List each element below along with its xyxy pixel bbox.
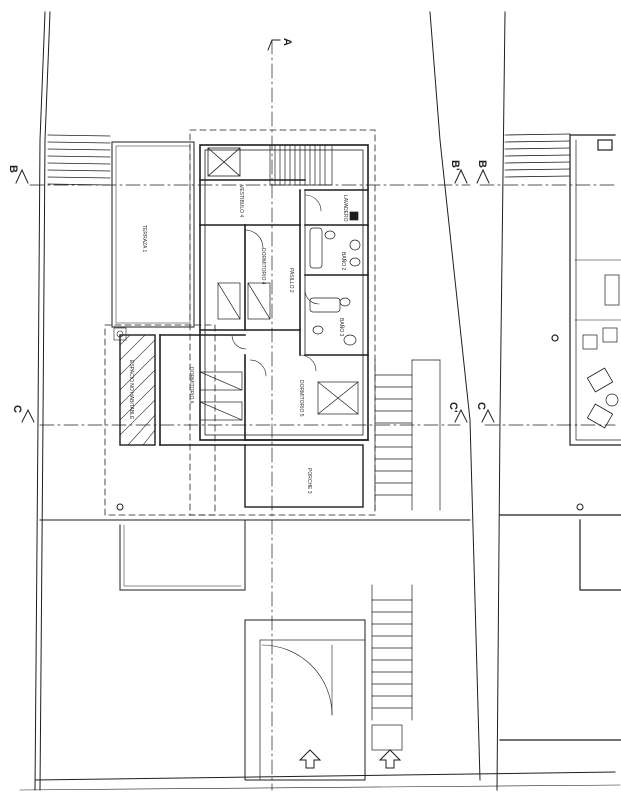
- room-porche: PORCHE 3: [306, 468, 312, 494]
- terrace-stripes-right: [504, 133, 571, 178]
- adjacent-plan: [499, 134, 621, 741]
- bed-dormitorio-4: [217, 282, 271, 320]
- roof-outline: [189, 129, 376, 516]
- room-terraza: TERRAZA 1: [141, 225, 147, 252]
- room-bano2: BAÑO 2: [340, 252, 347, 271]
- room-pasillo: PASILLO 2: [288, 268, 294, 293]
- room-dormitorio5: DORMITORIO 5: [298, 380, 304, 417]
- stair-top: [269, 144, 333, 186]
- bed-dormitorio-6: [199, 371, 243, 421]
- door-swings: [231, 194, 322, 377]
- room-bano3: BAÑO 3: [338, 318, 345, 337]
- main-walls: [159, 144, 369, 446]
- section-c-right: C: [475, 402, 487, 410]
- section-c-left: C: [11, 405, 23, 413]
- terrace-stripes-left: [47, 134, 111, 186]
- room-vestibulo: VESTIBULO 4: [238, 185, 244, 217]
- plot-boundary: [19, 11, 621, 791]
- section-b-mid: B': [449, 160, 461, 171]
- room-lavadero: LAVADERO: [342, 195, 348, 222]
- stair-right: [374, 359, 441, 511]
- espacio-hatch: [113, 327, 156, 446]
- bed-dormitorio-5: [317, 381, 359, 415]
- section-c-mid: C': [447, 402, 459, 413]
- entrance-arrows: [298, 749, 402, 769]
- lower-patio: [39, 519, 471, 781]
- room-dormitorio4: DORMITORIO 4: [260, 248, 266, 285]
- room-espacio: ESPACIO NO HABITABLE: [128, 360, 134, 420]
- section-lines: [29, 39, 616, 791]
- section-markers: [15, 39, 495, 423]
- porche-outline: [244, 444, 364, 508]
- section-b-left: B: [7, 165, 19, 173]
- column-marker-right: [576, 503, 584, 511]
- shaft: [207, 147, 241, 177]
- column-marker: [116, 503, 124, 511]
- terraza-outline: [111, 141, 195, 328]
- stair-lower: [371, 584, 413, 751]
- room-dormitorio6: DORMITORIO 6: [188, 367, 194, 404]
- section-b-right: B: [476, 160, 488, 168]
- bathroom-fixtures: [309, 211, 361, 346]
- section-a-top: A: [281, 38, 293, 46]
